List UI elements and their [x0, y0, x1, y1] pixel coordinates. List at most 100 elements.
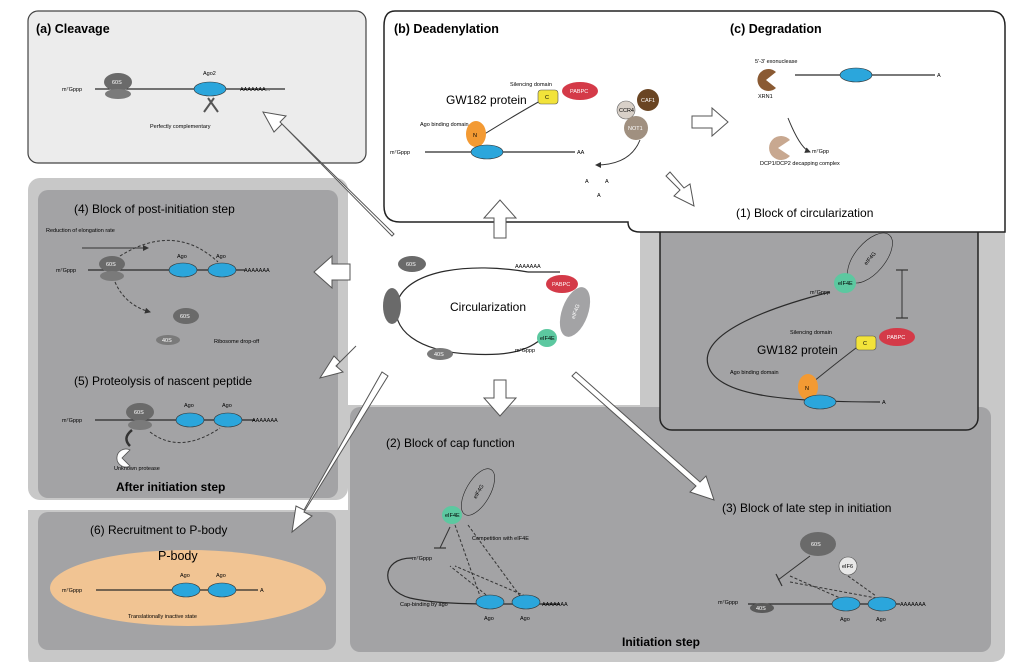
- panel-6-state: Translationally inactive state: [128, 614, 197, 620]
- panel-b-pabpc: [562, 82, 598, 100]
- panel-1-eif4e-label: eIF4E: [838, 281, 853, 287]
- panel-2-cap: m⁷Gppp: [412, 555, 432, 562]
- panel-c-ago: [839, 67, 873, 83]
- center-ribosome-60s-top: [398, 256, 426, 272]
- panel-b-cap: m⁷Gppp: [390, 149, 410, 156]
- center-pabpc-label: PABPC: [552, 282, 570, 288]
- center-circular-mrna: [395, 267, 541, 356]
- center-40s-label: 40S: [434, 352, 444, 358]
- panel-a-title: (a) Cleavage: [36, 22, 110, 36]
- panel-5-60s-label: 60S: [134, 410, 144, 416]
- panel-3-40s-label: 40S: [756, 606, 766, 612]
- arrow-to-1: [665, 171, 695, 207]
- panel-c-title: (c) Degradation: [730, 22, 822, 36]
- center-pabpc: [546, 275, 578, 293]
- panel-4-ago-label-2: Ago: [216, 254, 226, 260]
- panel-3-title: (3) Block of late step in initiation: [722, 501, 891, 515]
- panel-4-cap: m⁷Gppp: [56, 267, 76, 274]
- panel-a-ribosome-40s: [105, 89, 131, 99]
- panel-2-competition: Competition with eIF4E: [472, 536, 529, 542]
- panel-b-released-a-3: A: [597, 193, 601, 199]
- panel-4-elongation: Reduction of elongation rate: [46, 228, 115, 234]
- panel-c-decap-product: m⁷Gpp: [812, 148, 829, 155]
- panel-b-ago-binding-label: Ago binding domain: [420, 122, 469, 128]
- panel-1-c-label: C: [863, 341, 867, 347]
- panel-b-title: (b) Deadenylation: [394, 22, 499, 36]
- arrow-center-to-b: [482, 199, 518, 239]
- panel-2-eif4e: [442, 506, 462, 524]
- panel-3-eif6-label: eIF6: [842, 564, 853, 570]
- panel-5-ago-label-1: Ago: [184, 403, 194, 409]
- center-label: Circularization: [450, 300, 526, 314]
- panel-b-gw182-label: GW182 protein: [446, 93, 527, 107]
- panel-2-ago-1: [475, 594, 505, 610]
- panel-1-pabpc: [879, 328, 915, 346]
- panel-5-ago-1: [175, 412, 205, 428]
- panel-4-ribosome-60s: [99, 256, 125, 272]
- arrow-center-to-2: [482, 379, 518, 417]
- center-polya: AAAAAAA: [515, 264, 541, 270]
- panel-b-caf1-label: CAF1: [641, 98, 655, 104]
- panel-4-ago-2: [207, 262, 237, 278]
- panel-4-60s-label: 60S: [106, 262, 116, 268]
- panel-5-ago-2: [213, 412, 243, 428]
- panel-6-title: (6) Recruitment to P-body: [90, 523, 227, 537]
- panel-2-ago-label-2: Ago: [520, 616, 530, 622]
- center-60s-label: 60S: [406, 262, 416, 268]
- panel-b-c-label: C: [545, 95, 549, 101]
- panel-3-60s-label: 60S: [811, 542, 821, 548]
- panel-3-ribosome-60s: [800, 532, 836, 556]
- panel-4-ago-label-1: Ago: [177, 254, 187, 260]
- panel-3-ago-label-2: Ago: [876, 617, 886, 623]
- panel-3-cap: m⁷Gppp: [718, 599, 738, 606]
- panel-6-ago-2: [207, 582, 237, 598]
- panel-4-ago-1: [168, 262, 198, 278]
- panel-6-ago-label-2: Ago: [216, 573, 226, 579]
- panel-3-ribosome-40s: [750, 603, 774, 613]
- panel-a-polya: AAAAAAA...: [240, 87, 271, 93]
- arrow-b-to-c: [691, 106, 729, 138]
- panel-1-eif4e: [834, 273, 856, 293]
- panel-c-exo-label: 5'-3' exonuclease: [755, 59, 797, 65]
- panel-1-n-label: N: [805, 386, 809, 392]
- panel-c-decap-label: DCP1/DCP2 decapping complex: [760, 161, 840, 167]
- panel-b-gw182-n: [466, 121, 486, 147]
- panel-2-ago-label-1: Ago: [484, 616, 494, 622]
- arrow-center-to-3: [571, 371, 715, 501]
- center-eif4e: [537, 329, 557, 347]
- panel-4-polya: AAAAAAA: [244, 268, 270, 274]
- panel-c-xrn1-label: XRN1: [758, 94, 773, 100]
- panel-4-dropped-60s-label: 60S: [180, 314, 190, 320]
- panel-3-ago-label-1: Ago: [840, 617, 850, 623]
- panel-5-title: (5) Proteolysis of nascent peptide: [74, 374, 252, 388]
- panel-a-60s-label: 60S: [112, 80, 122, 86]
- panel-b-released-a-1: A: [585, 179, 589, 185]
- panel-1-gw182-n: [798, 374, 818, 400]
- panel-2-3-box: [350, 407, 991, 652]
- panel-b-n-label: N: [473, 133, 477, 139]
- panel-b-ccr4-label: CCR4: [619, 108, 634, 114]
- panel-4-ribosome-40s: [100, 271, 124, 281]
- panel-1-cap: m⁷Gppp: [810, 289, 830, 296]
- panel-b-not1: [624, 116, 648, 140]
- panel-1-mrna-loop: [706, 291, 881, 403]
- panel-b-ccr4: [616, 100, 636, 120]
- panel-1-silencing-label: Silencing domain: [790, 330, 832, 336]
- panel-b-gw182-c: [537, 89, 559, 105]
- panel-5-ribosome-60s: [126, 403, 154, 421]
- panel-3-eif6: [838, 556, 858, 576]
- panel-a-ago2: [193, 81, 227, 97]
- panel-5-polya: AAAAAAA: [252, 418, 278, 424]
- panel-a-scissors-icon: [203, 97, 219, 113]
- panel-2-polya: AAAAAAA: [542, 602, 568, 608]
- panel-b-not1-label: NOT1: [628, 126, 643, 132]
- center-ribosome-40s-bottom: [427, 348, 453, 360]
- panel-3-polya: AAAAAAA: [900, 602, 926, 608]
- panel-c-xrn1: [757, 69, 776, 91]
- panel-2-ago-2: [511, 594, 541, 610]
- panel-6-cap: m⁷Gppp: [62, 587, 82, 594]
- panel-1-title: (1) Block of circularization: [736, 206, 873, 220]
- panel-5-ribosome-40s: [128, 420, 152, 430]
- panel-b-silencing-label: Silencing domain: [510, 82, 552, 88]
- initiation-label: Initiation step: [622, 635, 700, 649]
